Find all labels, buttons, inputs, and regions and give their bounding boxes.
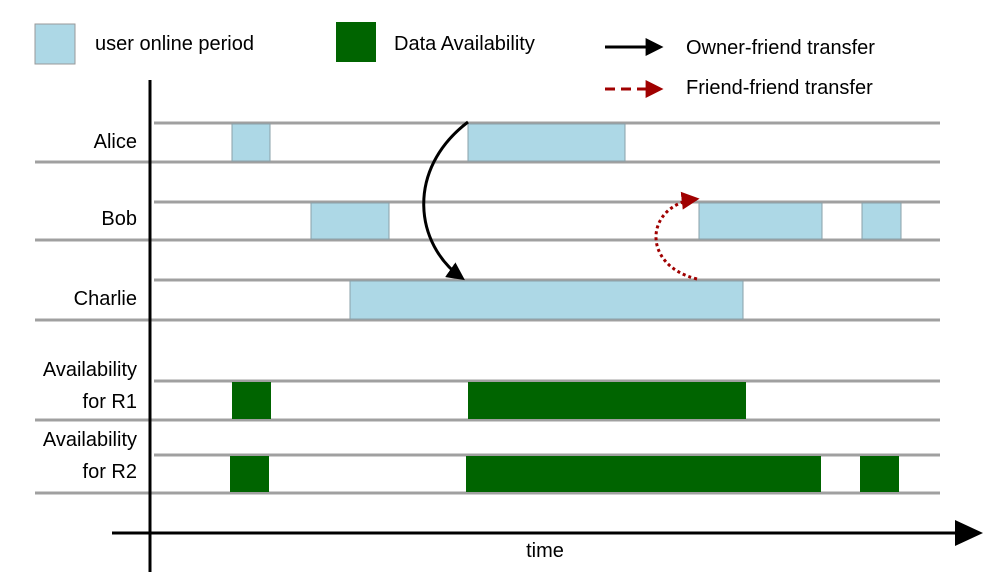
r1-availability-period [468,382,746,419]
row-label-r1-line2: for R1 [83,391,137,413]
owner-friend-transfer-arrow [422,120,469,281]
row-label-r2-line1: Availability [43,429,137,451]
availability-periods [230,382,899,492]
row-label-bob: Bob [101,208,137,230]
bob-online-period [698,202,823,240]
legend-owner-friend-label: Owner-friend transfer [686,37,875,59]
r1-availability-period [232,382,271,419]
r2-availability-period [466,456,821,492]
legend-online-swatch [34,23,76,65]
legend-online-label: user online period [95,33,254,55]
bob-online-period [861,202,902,240]
r2-availability-period [230,456,269,492]
legend-availability-swatch [336,22,376,62]
time-axis-label: time [526,540,564,562]
friend-friend-transfer-arrow [654,191,700,281]
r2-availability-period [860,456,899,492]
row-label-r2-line2: for R2 [83,461,137,483]
alice-online-period [231,123,271,162]
legend-availability-label: Data Availability [394,33,535,55]
row-label-charlie: Charlie [74,288,137,310]
row-label-r1-line1: Availability [43,359,137,381]
time-axis-arrowhead [955,520,983,546]
alice-online-period [467,123,626,162]
row-lines [35,121,940,495]
online-periods [231,123,902,320]
bob-online-period [310,202,390,240]
row-label-alice: Alice [94,131,137,153]
legend-friend-friend-label: Friend-friend transfer [686,77,873,99]
charlie-online-period [349,280,744,320]
